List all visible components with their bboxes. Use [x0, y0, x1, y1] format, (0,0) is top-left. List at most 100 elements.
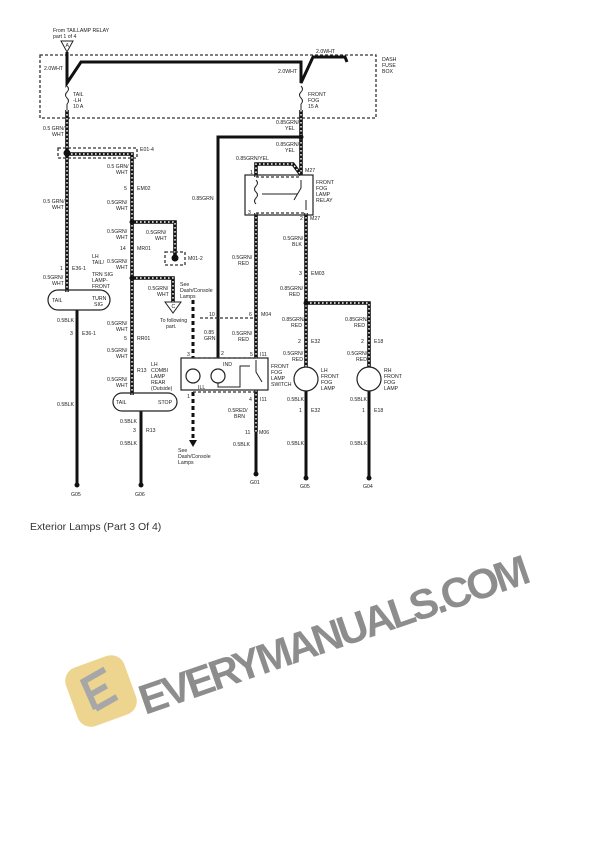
- ground-icon: [138, 482, 144, 488]
- svg-text:0.5GRN/: 0.5GRN/: [283, 236, 304, 242]
- connector-c-triangle: [164, 301, 182, 314]
- svg-text:0.5BLK: 0.5BLK: [120, 419, 138, 425]
- ground-icon: [74, 482, 80, 488]
- power-wire: [65, 52, 349, 88]
- svg-text:1: 1: [250, 170, 253, 176]
- svg-text:M27: M27: [305, 168, 315, 174]
- svg-text:0.85GRN/: 0.85GRN/: [282, 317, 306, 323]
- svg-text:5: 5: [124, 336, 127, 342]
- hatched-wires: [65, 110, 371, 432]
- fog-lamp-relay: [244, 174, 314, 216]
- svg-text:5: 5: [124, 186, 127, 192]
- svg-text:WHT: WHT: [52, 281, 65, 287]
- svg-text:0.5BLK: 0.5BLK: [287, 441, 305, 447]
- svg-text:0.5GRN/: 0.5GRN/: [107, 229, 128, 235]
- svg-text:5: 5: [250, 352, 253, 358]
- wire-label: 2.0WHT: [278, 69, 298, 75]
- ref-label: Dash/Console: [178, 454, 211, 460]
- ind-bulb-icon: [210, 368, 226, 384]
- svg-text:RED: RED: [292, 357, 303, 363]
- svg-text:RR01: RR01: [137, 336, 150, 342]
- component-label: FRONT: [321, 374, 340, 380]
- rh-front-fog-lamp: [356, 366, 382, 392]
- svg-text:1: 1: [299, 408, 302, 414]
- svg-text:0.5BLK: 0.5BLK: [350, 397, 368, 403]
- splice-e01-4: [57, 147, 138, 159]
- lamp-label: TAIL: [52, 298, 63, 304]
- lh-tail-turn-lamp-front: [47, 289, 111, 311]
- ref-label: See: [180, 282, 189, 288]
- svg-text:RED: RED: [291, 323, 302, 329]
- switch-label: IND: [223, 362, 232, 368]
- component-label: FRONT: [271, 364, 290, 370]
- svg-text:0.5GRN/: 0.5GRN/: [283, 351, 304, 357]
- svg-text:0.85GRN/: 0.85GRN/: [276, 142, 300, 148]
- switch-contact-icon: [217, 360, 263, 388]
- component-label: TRN SIG: [92, 272, 113, 278]
- svg-text:3: 3: [70, 331, 73, 337]
- svg-text:EM03: EM03: [311, 271, 325, 277]
- component-label: LAMP: [321, 386, 336, 392]
- grounds: G05 G06 G01 G05 G04: [71, 471, 373, 498]
- svg-text:WHT: WHT: [116, 170, 129, 176]
- lamp-label: TAIL: [116, 400, 127, 406]
- svg-text:2: 2: [221, 351, 224, 357]
- svg-text:E18: E18: [374, 339, 383, 345]
- ground-label: G05: [300, 484, 310, 490]
- junction-dot: [63, 149, 71, 157]
- component-label: LH: [151, 362, 158, 368]
- svg-text:0.5BLK: 0.5BLK: [57, 318, 75, 324]
- svg-text:I11: I11: [260, 397, 267, 403]
- ref-label: To following: [160, 318, 187, 324]
- svg-text:E36-1: E36-1: [72, 266, 86, 272]
- diagram-caption: Exterior Lamps (Part 3 Of 4): [30, 521, 162, 533]
- svg-text:RED: RED: [354, 323, 365, 329]
- fuse-label: 15 A: [308, 104, 319, 110]
- source-label-2: part 1 of 4: [53, 34, 76, 40]
- ground-label: G01: [250, 480, 260, 486]
- component-label: RH: [384, 368, 392, 374]
- fuse-label: FRONT: [308, 92, 327, 98]
- svg-text:0.5BLK: 0.5BLK: [120, 441, 138, 447]
- svg-text:R13: R13: [146, 428, 156, 434]
- svg-text:0.5 GRN/: 0.5 GRN/: [43, 199, 65, 205]
- svg-text:2: 2: [361, 339, 364, 345]
- svg-text:2: 2: [300, 216, 303, 222]
- fuse-label: -LH: [73, 98, 82, 104]
- svg-text:YEL: YEL: [285, 148, 295, 154]
- lamp-label: TURN: [92, 296, 107, 302]
- svg-text:0.5GRN/: 0.5GRN/: [43, 275, 64, 281]
- svg-text:E32: E32: [311, 339, 320, 345]
- svg-text:0.85GRN: 0.85GRN: [192, 196, 214, 202]
- svg-text:0.5BLK: 0.5BLK: [350, 441, 368, 447]
- svg-text:0.5 GRN/: 0.5 GRN/: [43, 126, 65, 132]
- connector-m01-2-box: [164, 251, 186, 266]
- relay-label: RELAY: [316, 198, 333, 204]
- svg-text:3: 3: [299, 271, 302, 277]
- svg-text:E32: E32: [311, 408, 320, 414]
- solid-wires: [75, 135, 371, 486]
- svg-text:6: 6: [249, 312, 252, 318]
- component-label: COMBI: [151, 368, 168, 374]
- svg-text:WHT: WHT: [116, 383, 129, 389]
- svg-text:I11: I11: [260, 352, 267, 358]
- svg-text:4: 4: [249, 397, 252, 403]
- svg-text:0.85GRN/: 0.85GRN/: [345, 317, 369, 323]
- ground-label: G04: [363, 484, 373, 490]
- svg-text:BLK: BLK: [292, 242, 302, 248]
- svg-text:0.5GRN/: 0.5GRN/: [107, 348, 128, 354]
- connector-a-label: A: [66, 43, 70, 49]
- svg-text:WHT: WHT: [116, 265, 129, 271]
- fuse-box-label: FUSE: [382, 63, 396, 69]
- dash-fuse-box: [39, 54, 377, 119]
- fuse-label: TAIL: [73, 92, 84, 98]
- svg-text:WHT: WHT: [52, 205, 65, 211]
- component-label: LH: [321, 368, 328, 374]
- svg-text:RED: RED: [289, 292, 300, 298]
- relay-label: FRONT: [316, 180, 335, 186]
- logo-e-mark: [79, 666, 119, 712]
- svg-text:0.85GRN/: 0.85GRN/: [280, 286, 304, 292]
- wire-label: 2.0WHT: [316, 49, 336, 55]
- svg-text:0.5BLK: 0.5BLK: [57, 402, 75, 408]
